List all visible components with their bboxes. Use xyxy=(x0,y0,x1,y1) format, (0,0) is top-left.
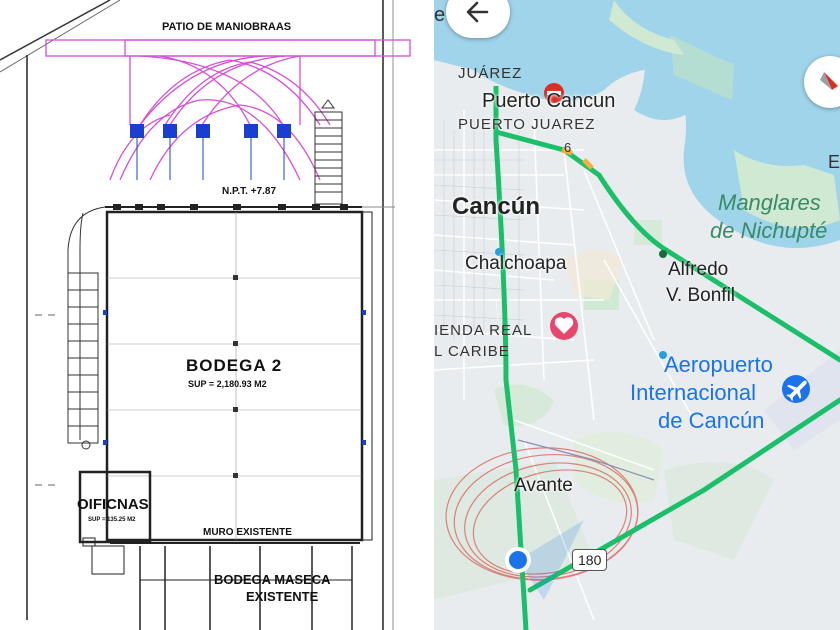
compass-button[interactable] xyxy=(804,56,840,108)
label-road-6: 6 xyxy=(564,140,572,155)
location-dot-icon xyxy=(509,551,527,569)
floor-plan-drawing xyxy=(0,0,411,630)
back-button[interactable] xyxy=(446,0,510,38)
compass-icon xyxy=(820,72,838,90)
label-airport-line3[interactable]: de Cancún xyxy=(658,408,765,433)
label-hacienda-real: IENDA REAL xyxy=(434,322,533,339)
airplane-icon[interactable] xyxy=(782,374,812,404)
truck-maneuver-paths xyxy=(45,39,411,181)
heart-pin-icon[interactable] xyxy=(550,312,578,340)
label-puerto-juarez: PUERTO JUAREZ xyxy=(458,116,596,133)
edge-label-e: e xyxy=(434,4,446,26)
ramp xyxy=(314,99,343,205)
wall-label: MURO EXISTENTE xyxy=(203,527,292,538)
label-cancun: Cancún xyxy=(452,193,541,220)
label-nichupte: de Nichupté xyxy=(710,218,828,243)
map-canvas[interactable] xyxy=(434,0,840,630)
label-alfredo: Alfredo xyxy=(668,259,729,280)
patio-label: PATIO DE MANIOBRAAS xyxy=(162,21,292,33)
level-label: N.P.T. +7.87 xyxy=(222,186,277,197)
label-airport-line1[interactable]: Aeropuerto xyxy=(664,352,773,377)
parking-strip xyxy=(67,206,106,444)
dashed-marks xyxy=(35,314,55,486)
warehouse-title: BODEGA 2 xyxy=(186,356,283,375)
existing-warehouse xyxy=(91,542,360,630)
panel-divider xyxy=(430,0,434,630)
label-bonfil: V. Bonfil xyxy=(666,285,736,306)
label-manglares: Manglares xyxy=(718,190,821,215)
label-puerto-cancun[interactable]: Puerto Cancun xyxy=(482,90,616,112)
label-juarez: JUÁREZ xyxy=(458,65,523,82)
label-chalchoapa: Chalchoapa xyxy=(465,253,567,274)
existing-subtitle: EXISTENTE xyxy=(246,589,319,604)
heading-beam xyxy=(518,520,584,600)
label-avante: Avante xyxy=(514,475,573,496)
map-panel[interactable]: e JUÁREZ Puerto Cancun PUERTO JUAREZ 6 C… xyxy=(434,0,840,630)
arrow-left-icon xyxy=(466,1,489,23)
office-title: OIFICNAS xyxy=(77,496,149,513)
floor-plan-panel: PATIO DE MANIOBRAAS N.P.T. +7.87 BODEGA … xyxy=(0,0,411,630)
label-airport-line2[interactable]: Internacional xyxy=(630,380,756,405)
label-el-caribe: L CARIBE xyxy=(434,343,510,360)
highway-shield-180: 180 xyxy=(572,549,608,571)
truck-bays xyxy=(130,124,291,138)
office-area: SUP = 135.25 M2 xyxy=(88,517,136,523)
warehouse-area: SUP = 2,180.93 M2 xyxy=(188,379,267,389)
edge-label-b: E xyxy=(828,152,840,172)
existing-title: BODEGA MASECA xyxy=(214,572,331,587)
warehouse-bodega-2 xyxy=(105,210,373,542)
